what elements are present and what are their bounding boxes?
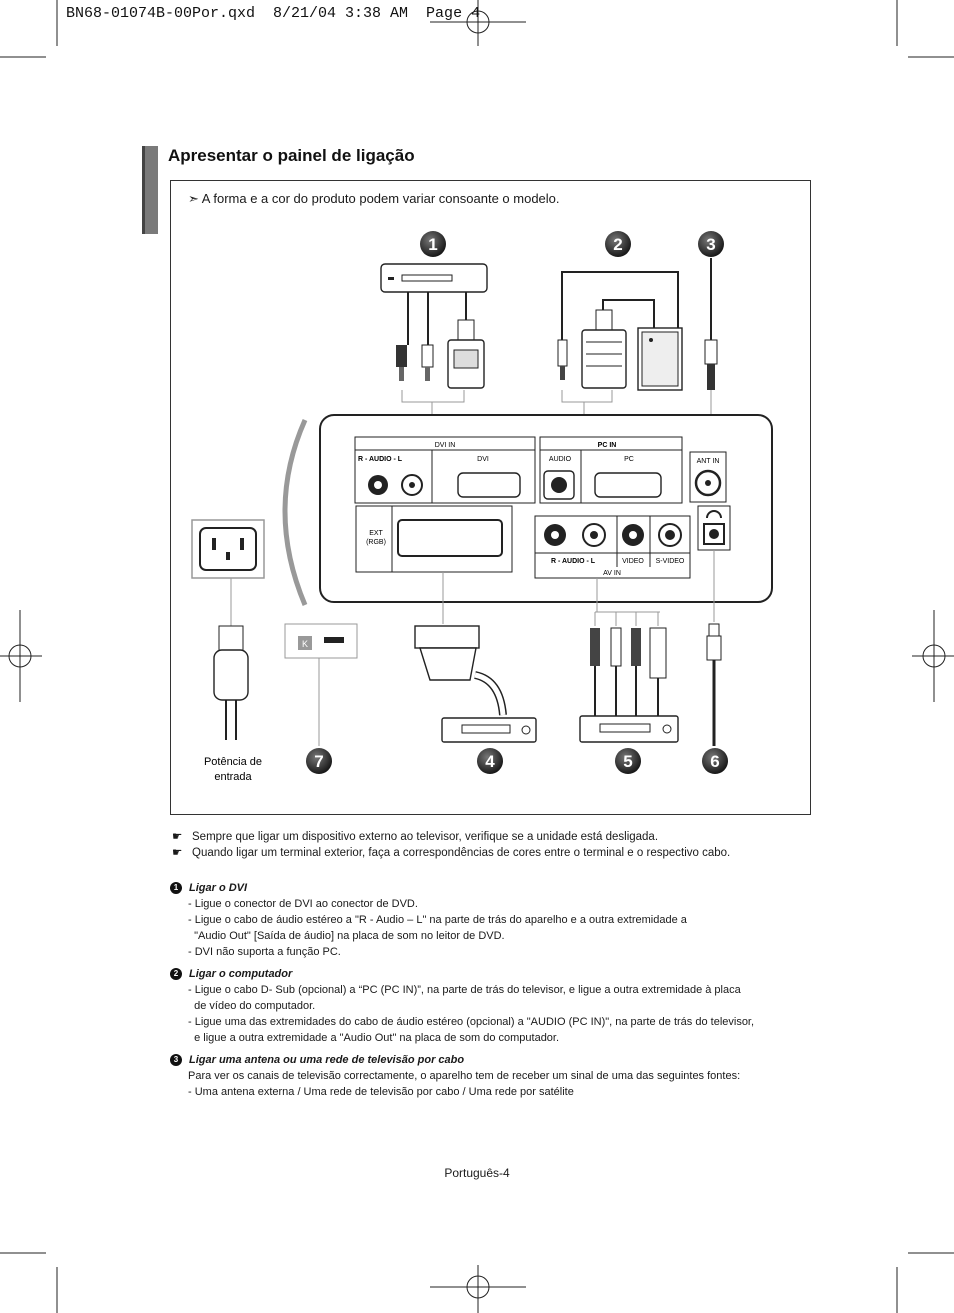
section-line: e ligue a outra extremidade a "Audio Out… (188, 1032, 560, 1044)
headphone-icon (706, 510, 722, 519)
power-cable (213, 578, 249, 740)
bracket-5 (594, 578, 660, 626)
note-text: Quando ligar um terminal exterior, faça … (192, 847, 731, 859)
file-slug: BN68-01074B-00Por.qxd 8/21/04 3:38 AM Pa… (66, 5, 481, 22)
tv-back-arc (282, 418, 308, 606)
kensington-lock: K (284, 623, 358, 746)
headphone-cable (706, 550, 722, 746)
variance-note-text: A forma e a cor do produto podem variar … (201, 191, 560, 206)
scart-cable (414, 572, 507, 716)
section-dvi: 1 Ligar o DVI - Ligue o conector de DVI a… (170, 880, 810, 960)
video-label: VIDEO (622, 558, 644, 565)
section-line: Para ver os canais de televisão correcta… (188, 1070, 741, 1082)
pc-tower-icon (637, 327, 683, 391)
power-label-line2: entrada (214, 771, 252, 783)
rca-plug-red (396, 345, 407, 381)
section-line: - Ligue uma das extremidades do cabo de … (188, 1016, 755, 1028)
number-badge-icon: 2 (170, 968, 182, 980)
svg-text:1: 1 (428, 235, 437, 254)
note-item: ☛ Sempre que ligar um dispositivo externo… (172, 829, 730, 845)
dvi-port (457, 472, 521, 498)
section-pc: 2 Ligar o computador - Ligue o cabo D- Su… (170, 966, 810, 1046)
arrow-icon: ➣ (188, 191, 202, 206)
callout-2: 2 (605, 231, 631, 257)
section-line: - Ligue o conector de DVI ao conector de… (188, 898, 418, 910)
section-antenna: 3 Ligar uma antena ou uma rede de televis… (170, 1052, 810, 1100)
pc-dsub-port (594, 472, 662, 498)
pointing-hand-icon: ☛ (172, 831, 183, 843)
section-line: - Ligue o cabo D- Sub (opcional) a “PC (… (188, 984, 741, 996)
power-label-line1: Potência de (204, 756, 262, 768)
ext-label: EXT (369, 530, 383, 537)
av-audio-label: R - AUDIO - L (551, 558, 596, 565)
kensington-icon: K (302, 639, 308, 649)
section-line: - Ligue o cabo de áudio estéreo a "R - A… (188, 914, 687, 926)
pc-cable-loop (561, 271, 679, 340)
callout-3: 3 (698, 231, 724, 257)
svg-text:3: 3 (706, 235, 715, 254)
diagram-frame (170, 180, 811, 815)
section-line: de vídeo do computador. (188, 1000, 316, 1012)
rca-plug-white (421, 344, 434, 381)
section-heading: Ligar o DVI (189, 882, 248, 894)
svg-text:5: 5 (623, 752, 632, 771)
dsub-plug (581, 309, 627, 389)
page-footer: Português-4 (444, 1166, 510, 1180)
dvi-audio-label: R - AUDIO - L (358, 456, 403, 463)
av-in-label: AV IN (603, 570, 621, 577)
dvi-in-label: DVI IN (435, 442, 456, 449)
callout-4: 4 (477, 748, 503, 774)
svg-text:2: 2 (613, 235, 622, 254)
dvi-label: DVI (477, 456, 489, 463)
callout-6: 6 (702, 748, 728, 774)
vcr-5-icon (579, 715, 679, 743)
callout-1: 1 (420, 231, 446, 257)
notes: ☛ Sempre que ligar um dispositivo externo… (172, 829, 730, 861)
audio-jack-plug (557, 339, 568, 380)
dvi-audio-cables (407, 292, 467, 345)
svg-text:6: 6 (710, 752, 719, 771)
svg-text:7: 7 (314, 752, 323, 771)
pc-audio-label: AUDIO (549, 456, 572, 463)
pointing-hand-icon: ☛ (172, 847, 183, 859)
dvi-plug (447, 319, 485, 389)
connection-diagram: 1 2 3 4 5 6 7 (191, 231, 773, 783)
s-video-label: S-VIDEO (656, 558, 685, 565)
variance-note: ➣ A forma e a cor do produto podem varia… (188, 191, 560, 207)
section-heading: Ligar uma antena ou uma rede de televisã… (189, 1054, 465, 1066)
callout-7: 7 (306, 748, 332, 774)
pc-label: PC (624, 456, 634, 463)
power-inlet (191, 519, 265, 579)
ant-in-label: ANT IN (697, 458, 720, 465)
pc-in-label: PC IN (598, 442, 617, 449)
section-line: - Uma antena externa / Uma rede de telev… (188, 1086, 574, 1098)
page-title: Apresentar o painel de ligação (168, 146, 415, 165)
svg-text:4: 4 (485, 752, 495, 771)
ext-rgb-label: (RGB) (366, 539, 386, 546)
section-line: - DVI não suporta a função PC. (188, 946, 341, 958)
vcr-4-icon (441, 717, 537, 743)
section-heading: Ligar o computador (189, 968, 293, 980)
number-badge-icon: 1 (170, 882, 182, 894)
number-badge-icon: 3 (170, 1054, 182, 1066)
note-text: Sempre que ligar um dispositivo externo … (192, 831, 659, 843)
title-accent-bar (142, 146, 158, 234)
av-cables (590, 627, 667, 716)
scart-port (397, 519, 503, 557)
section-line: "Audio Out" [Saída de áudio] na placa de… (188, 930, 505, 942)
callout-5: 5 (615, 748, 641, 774)
dvd-player-icon (380, 263, 488, 293)
note-item: ☛ Quando ligar um terminal exterior, faça… (172, 845, 730, 861)
